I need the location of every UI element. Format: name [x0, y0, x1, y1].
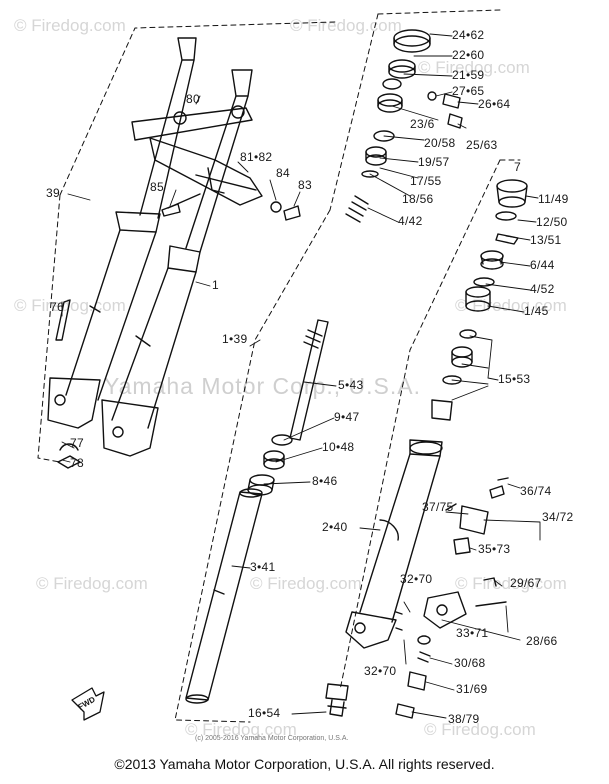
callout-77: 77 [70, 436, 84, 450]
front-arrow-label: FWD [77, 695, 97, 712]
callout-38-79: 38/79 [448, 712, 480, 726]
callout-1-45: 1/45 [524, 304, 549, 318]
watermark-firedog: © Firedog.com [290, 16, 402, 35]
bracket-bolts [161, 174, 301, 221]
watermark-firedog: © Firedog.com [424, 720, 536, 739]
callout-16-54: 16•54 [248, 706, 281, 720]
watermark-firedog: © Firedog.com [418, 58, 530, 77]
callout-81-82: 81•82 [240, 150, 273, 164]
exploded-inner-tube [185, 29, 463, 717]
watermark-firedog: © Firedog.com [455, 296, 567, 315]
callout-7: 7 [514, 160, 521, 174]
callout-23-6: 23/6 [410, 117, 435, 131]
callout-12-50: 12/50 [536, 215, 568, 229]
callout-4-52: 4/52 [530, 282, 555, 296]
callout-76: 76 [50, 300, 64, 314]
callout-18-56: 18/56 [402, 192, 434, 206]
callout-25-63: 25/63 [466, 138, 498, 152]
callout-20-58: 20/58 [424, 136, 456, 150]
watermark-firedog: © Firedog.com [185, 720, 297, 739]
callout-32-70-upper: 32•70 [400, 572, 433, 586]
callout-15-53: 15•53 [498, 372, 531, 386]
callout-34-72: 34/72 [542, 510, 574, 524]
callout-80: 80 [186, 92, 200, 106]
callout-32-70-lower: 32•70 [364, 664, 397, 678]
exploded-outer-tube [345, 179, 528, 719]
callout-31-69: 31/69 [456, 682, 488, 696]
watermark-firedog: © Firedog.com [14, 16, 126, 35]
front-arrow: FWD [71, 687, 105, 721]
watermark-firedog: © Firedog.com [455, 574, 567, 593]
callout-13-51: 13/51 [530, 233, 562, 247]
callout-30-68: 30/68 [454, 656, 486, 670]
callout-10-48: 10•48 [322, 440, 355, 454]
callout-11-49: 11/49 [538, 192, 569, 206]
callout-22-60: 22•60 [452, 48, 485, 62]
callout-9-47: 9•47 [334, 410, 360, 424]
assembled-fork [47, 37, 263, 469]
callout-78: 78 [70, 456, 84, 470]
callout-37-75: 37/75 [422, 500, 454, 514]
callout-26-64: 26•64 [478, 97, 511, 111]
callout-5-43: 5•43 [338, 378, 364, 392]
assembly-frame-left [37, 21, 336, 463]
callout-85: 85 [150, 180, 164, 194]
callout-84: 84 [276, 166, 290, 180]
callout-1: 1 [212, 278, 219, 292]
callout-83: 83 [298, 178, 312, 192]
callout-2-40: 2•40 [322, 520, 348, 534]
callout-28-66: 28/66 [526, 634, 558, 648]
footer-copyright: ©2013 Yamaha Motor Corporation, U.S.A. A… [114, 756, 495, 772]
watermark-firedog: © Firedog.com [250, 574, 362, 593]
callout-29-67: 29/67 [510, 576, 542, 590]
callout-35-73: 35•73 [478, 542, 511, 556]
callout-17-55: 17/55 [410, 174, 442, 188]
callout-39: 39 [46, 186, 60, 200]
callout-19-57: 19/57 [418, 155, 450, 169]
watermark-firedog: © Firedog.com [36, 574, 148, 593]
assembly-frame-middle [174, 9, 501, 723]
callout-33-71: 33•71 [456, 626, 489, 640]
watermark-firedog: © Firedog.com [14, 296, 126, 315]
callout-8-46: 8•46 [312, 474, 338, 488]
callout-21-59: 21•59 [452, 68, 485, 82]
callout-27-65: 27•65 [452, 84, 485, 98]
assembly-frame-right [339, 159, 521, 691]
callout-36-74: 36/74 [520, 484, 552, 498]
callout-24-62: 24•62 [452, 28, 485, 42]
callout-3-41: 3•41 [250, 560, 276, 574]
copyright-small: (c) 2005-2016 Yamaha Motor Corporation, … [195, 735, 349, 742]
leader-lines [61, 33, 541, 719]
watermark-yamaha: Yamaha Motor Corp., U.S.A. [104, 373, 422, 399]
callout-1-39: 1•39 [222, 332, 248, 346]
callout-4-42: 4/42 [398, 214, 423, 228]
callout-6-44: 6/44 [530, 258, 555, 272]
